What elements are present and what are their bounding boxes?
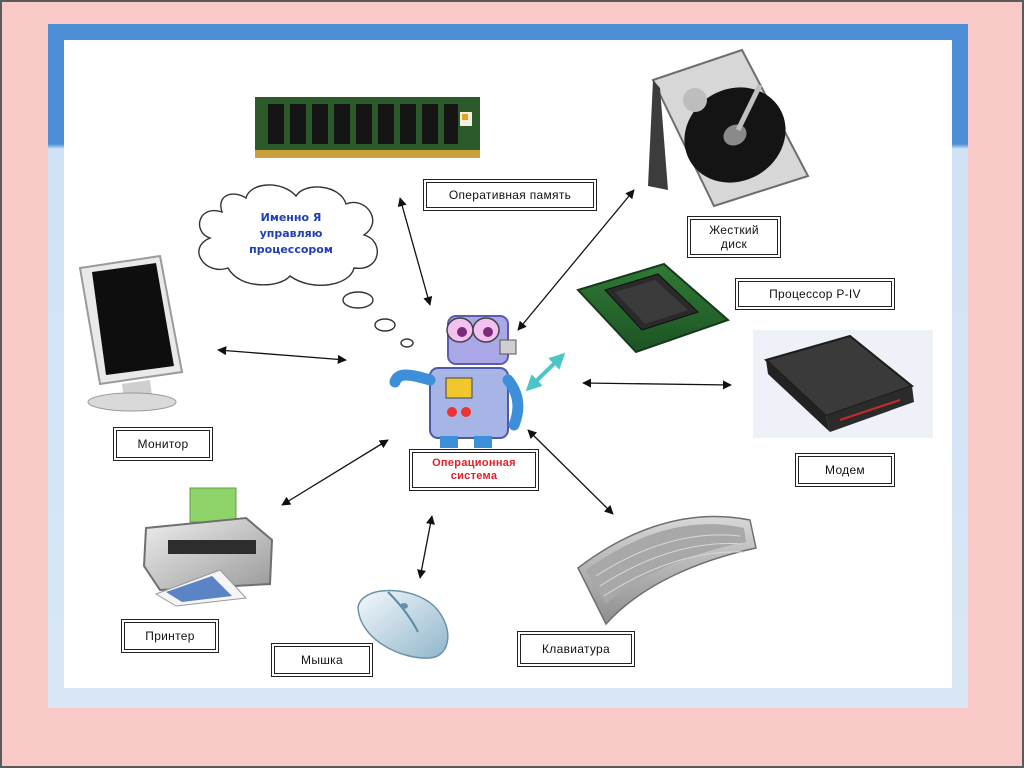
arrow-mouse bbox=[417, 515, 435, 579]
thought-bubble-text: Именно Я управляю процессором bbox=[249, 211, 333, 256]
arrow-monitor bbox=[217, 346, 347, 364]
hdd-label: Жесткий диск bbox=[687, 216, 781, 258]
printer-label: Принтер bbox=[121, 619, 219, 653]
ram-module-image bbox=[255, 97, 480, 158]
modem-image bbox=[753, 330, 933, 438]
ram-label: Оперативная память bbox=[423, 179, 597, 211]
arrow-cpu bbox=[525, 352, 566, 392]
mouse-image bbox=[357, 589, 449, 659]
arrow-printer bbox=[281, 439, 389, 506]
modem-label: Модем bbox=[795, 453, 895, 487]
hard-disk-image bbox=[648, 48, 810, 208]
printer-image bbox=[142, 487, 274, 607]
monitor-image bbox=[78, 254, 184, 412]
mouse-label: Мышка bbox=[271, 643, 373, 677]
keyboard-label: Клавиатура bbox=[517, 631, 635, 667]
keyboard-image bbox=[577, 515, 757, 626]
thought-bubble-shape bbox=[198, 184, 414, 348]
arrow-hdd bbox=[517, 189, 635, 331]
arrow-modem bbox=[582, 378, 732, 390]
cpu-label: Процессор P-IV bbox=[735, 278, 895, 310]
arrow-keyboard bbox=[527, 429, 614, 515]
monitor-label: Монитор bbox=[113, 427, 213, 461]
arrow-ram bbox=[397, 197, 433, 306]
robot-image bbox=[389, 315, 524, 448]
connection-arrows bbox=[217, 189, 732, 579]
cpu-image bbox=[576, 262, 730, 354]
operating-system-label: Операционная система bbox=[409, 449, 539, 491]
